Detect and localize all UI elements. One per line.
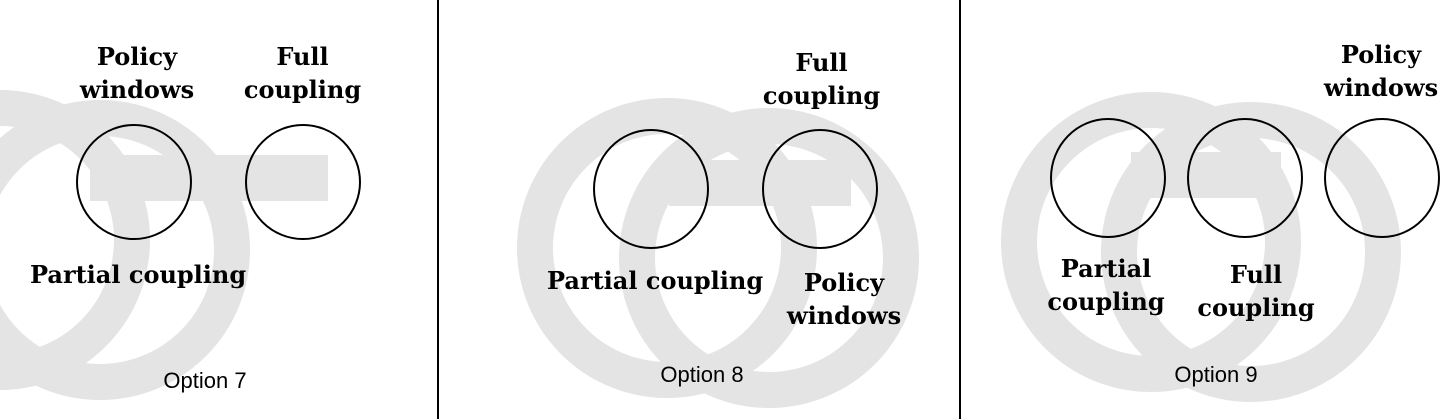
partial-coupling-label: Partial coupling [30,260,247,289]
option-caption: Option 8 [660,362,744,387]
partial-coupling-circle [593,129,709,249]
panel-divider-1 [437,0,439,419]
policy-windows-label: Policy windows [1323,40,1439,102]
full-coupling-label: Full coupling [1197,260,1315,322]
option-8-panel: Full coupling Partial coupling Policy wi… [439,0,959,419]
option-9-panel: Policy windows Partial coupling Full cou… [961,0,1442,419]
panel-divider-2 [959,0,961,419]
policy-windows-circle [1324,118,1440,238]
full-coupling-circle [1187,118,1303,238]
full-coupling-label: Full coupling [243,42,362,104]
partial-coupling-label: Partial coupling [1047,254,1165,316]
partial-coupling-label: Partial coupling [547,266,764,295]
full-coupling-circle [762,129,878,249]
partial-coupling-circle [1050,118,1166,238]
option-caption: Option 9 [1174,362,1258,387]
policy-windows-label: Policy windows [79,42,195,104]
full-coupling-label: Full coupling [762,48,881,110]
policy-windows-label: Policy windows [786,268,902,330]
full-coupling-circle [245,124,361,240]
policy-windows-circle [76,124,192,240]
option-caption: Option 7 [163,368,247,393]
option-7-panel: Policy windows Full coupling Partial cou… [0,0,437,419]
